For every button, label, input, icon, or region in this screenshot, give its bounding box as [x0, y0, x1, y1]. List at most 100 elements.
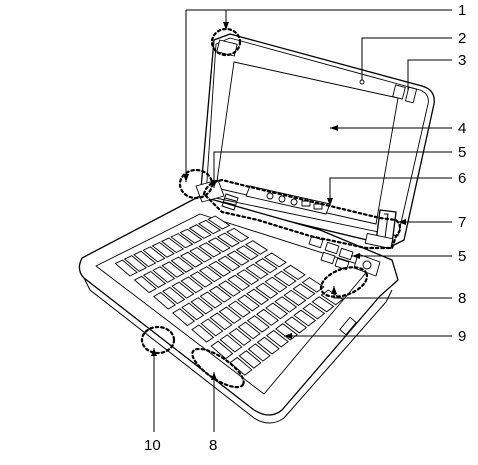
- keyboard-key: [160, 237, 185, 254]
- keyboard-key: [142, 270, 167, 288]
- keyboard-key: [216, 232, 240, 248]
- keyboard-key: [217, 280, 241, 297]
- keyboard-key: [142, 246, 166, 263]
- keyboard-key: [162, 286, 186, 305]
- callout-6: 6: [458, 170, 466, 187]
- keyboard-key: [180, 276, 204, 294]
- keyboard-key: [246, 288, 270, 306]
- keyboard-key: [273, 270, 297, 287]
- keyboard-key: [208, 260, 232, 277]
- stylus-slot: [364, 232, 394, 250]
- keyboard-key: [247, 343, 271, 362]
- keyboard-key: [161, 261, 185, 278]
- keyboard-key: [189, 247, 213, 263]
- keyboard-key: [256, 308, 279, 326]
- callout-7: 7: [458, 214, 466, 231]
- callout-5-lower: 5: [458, 248, 466, 265]
- keyboard-key: [200, 318, 224, 337]
- keyboard-key: [218, 306, 242, 324]
- keyboard-key: [274, 296, 298, 313]
- keyboard-key: [197, 219, 222, 235]
- keyboard-key: [227, 274, 251, 291]
- keyboard-key: [198, 266, 223, 283]
- keyboard-key: [181, 302, 205, 321]
- keyboard-key: [245, 240, 269, 255]
- keyboard-key: [235, 245, 259, 261]
- keyboard-key: [190, 297, 214, 315]
- keyboard-key: [210, 340, 234, 360]
- keyboard-key: [226, 227, 250, 243]
- keyboard-key: [219, 334, 243, 353]
- keyboard-key: [170, 233, 194, 249]
- keyboard-key: [246, 315, 270, 333]
- arrowheads: [151, 22, 406, 380]
- keyboard-key: [265, 329, 289, 348]
- hinge-latch-left: [216, 39, 238, 57]
- keyboard-key: [133, 275, 157, 294]
- keyboard-key: [170, 256, 194, 273]
- keyboard-key: [179, 228, 203, 244]
- keyboard: [114, 215, 344, 376]
- keyboard-key: [208, 285, 232, 303]
- keyboard-key: [228, 327, 252, 346]
- keyboard-key: [265, 302, 289, 320]
- keyboard-key: [179, 251, 204, 268]
- callout-2: 2: [458, 30, 466, 47]
- keyboard-key: [114, 259, 138, 277]
- keyboard-key: [188, 224, 212, 239]
- keyboard-key: [263, 252, 287, 268]
- keyboard-key: [207, 237, 231, 253]
- callout-1: 1: [458, 2, 466, 19]
- keyboard-key: [311, 296, 335, 313]
- keyboard-key: [237, 321, 261, 340]
- keyboard-key: [123, 255, 148, 272]
- side-port: [339, 316, 357, 336]
- keyboard-key: [238, 350, 262, 369]
- keyboard-key: [172, 308, 196, 327]
- keyboard-key: [236, 269, 260, 286]
- keyboard-key: [264, 276, 288, 293]
- keyboard-key: [217, 255, 241, 272]
- keyboard-key: [152, 266, 176, 283]
- region-indicators: [319, 266, 369, 298]
- hinge-latch-right: [392, 84, 418, 104]
- callout-4: 4: [458, 120, 466, 137]
- keyboard-key: [207, 215, 231, 230]
- keyboard-key: [229, 356, 253, 376]
- callout-8-right: 8: [458, 290, 466, 307]
- keyboard-key: [293, 309, 317, 327]
- region-screen-controls: [202, 178, 402, 250]
- webcam-icon: [359, 79, 365, 85]
- callout-5-upper: 5: [458, 144, 466, 161]
- region-front-indicators: [191, 347, 245, 389]
- keyboard-key: [292, 283, 316, 300]
- keyboard-key: [133, 250, 157, 268]
- keyboard-key: [256, 336, 280, 355]
- keyboard-key: [282, 264, 306, 281]
- keyboard-key: [283, 289, 307, 306]
- keyboard-key: [255, 282, 279, 299]
- keyboard-key: [171, 281, 195, 299]
- keyboard-key: [226, 250, 250, 266]
- leader-lines: [153, 9, 452, 432]
- lcd-screen: [215, 61, 399, 225]
- callout-3: 3: [458, 52, 466, 69]
- keyboard-key: [191, 324, 215, 343]
- base-right-buttons: [308, 235, 381, 277]
- keyboard-key: [152, 292, 176, 310]
- keyboard-key: [151, 241, 175, 258]
- keyboard-key: [302, 302, 326, 320]
- callout-10: 10: [144, 437, 161, 454]
- callout-8-bottom: 8: [209, 437, 217, 454]
- keyboard-key: [301, 277, 325, 293]
- callout-9: 9: [458, 328, 466, 345]
- keyboard-key: [227, 300, 251, 318]
- keyboard-key: [284, 316, 308, 334]
- keyboard-key: [254, 258, 278, 274]
- keyboard-key: [237, 294, 260, 312]
- keyboard-key: [198, 242, 222, 258]
- screen-control-strip: [245, 185, 331, 215]
- region-left-front: [140, 325, 176, 355]
